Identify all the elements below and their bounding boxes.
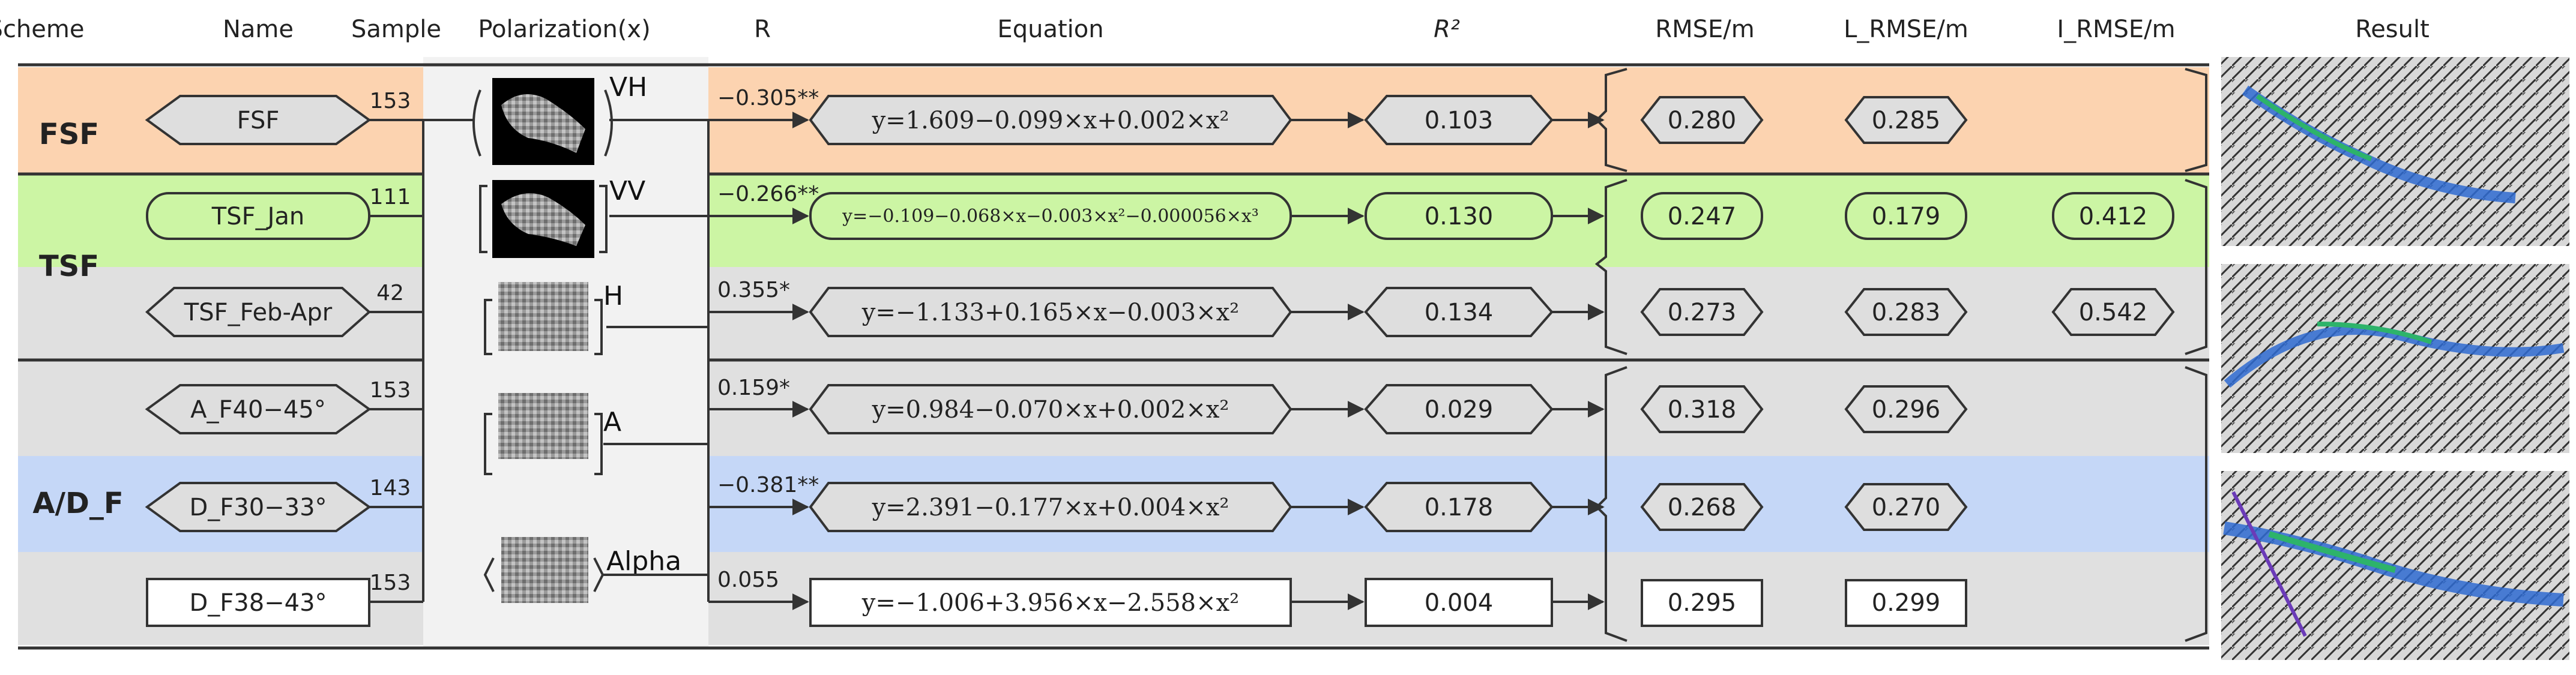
- scheme-label-fsf: FSF: [39, 118, 99, 151]
- scheme-label-tsf: TSF: [39, 250, 99, 283]
- equation-d-f2: y=−1.006+3.956×x−2.558×x²: [861, 589, 1239, 617]
- sample-value-d-f1: 143: [370, 476, 411, 500]
- rmse-shape-fsf: [1640, 96, 1764, 144]
- rmse-shape-a-f: [1640, 385, 1764, 433]
- r-value-d-f1: −0.381**: [717, 473, 819, 497]
- arrows-to-equation: [708, 112, 809, 610]
- l-rmse-shape-d-f2: [1845, 579, 1967, 627]
- r2-d-f2: 0.004: [1425, 589, 1494, 617]
- header-i-rmse: I_RMSE/m: [2057, 16, 2175, 43]
- header-name: Name: [223, 16, 294, 43]
- header-equation: Equation: [997, 16, 1103, 43]
- equation-fsf: y=1.609−0.099×x+0.002×x²: [872, 107, 1229, 134]
- rmse-tsf-jan: 0.247: [1668, 203, 1737, 230]
- name-label-d-f2: D_F38−43°: [189, 589, 327, 617]
- polarization-alpha: Alpha: [483, 537, 681, 603]
- result-image-fsf: [2221, 57, 2569, 246]
- equation-shape-d-f2: [809, 578, 1292, 627]
- header-r: R: [754, 16, 771, 43]
- name-label-d-f1: D_F30−33°: [189, 494, 327, 521]
- rmse-fsf: 0.280: [1668, 107, 1737, 134]
- header-polarization: Polarization(x): [478, 16, 650, 43]
- sample-value-d-f2: 153: [370, 571, 411, 595]
- pol-label-alpha: Alpha: [606, 546, 681, 577]
- i-rmse-tsf-feb: 0.542: [2079, 299, 2148, 326]
- polarization-vh: VH: [472, 72, 647, 165]
- r-value-a-f: 0.159*: [717, 376, 790, 400]
- header-result: Result: [2355, 16, 2430, 43]
- pol-label-h: H: [603, 281, 623, 311]
- l-rmse-fsf: 0.285: [1872, 107, 1941, 134]
- equation-tsf-jan: y=−0.109−0.068×x−0.003×x²−0.000056×x³: [842, 206, 1259, 227]
- r2-a-f: 0.029: [1425, 396, 1494, 424]
- rmse-a-f: 0.318: [1668, 396, 1737, 424]
- r-value-tsf-feb: 0.355*: [717, 278, 790, 302]
- rmse-shape-tsf-feb: [1640, 288, 1764, 336]
- rmse-shape-tsf-jan: [1641, 192, 1763, 240]
- r2-d-f1: 0.178: [1425, 494, 1494, 521]
- rmse-d-f2: 0.295: [1668, 589, 1737, 617]
- r-value-tsf-jan: −0.266**: [717, 182, 819, 206]
- l-rmse-shape-fsf: [1844, 96, 1968, 144]
- header-row: Scheme Name Sample Polarization(x) R Equ…: [0, 16, 2430, 43]
- equation-a-f: y=0.984−0.070×x+0.002×x²: [872, 396, 1229, 424]
- result-image-tsf: [2221, 264, 2569, 453]
- l-rmse-shape-tsf-feb: [1844, 288, 1968, 336]
- sample-value-tsf-feb: 42: [376, 281, 404, 305]
- equation-tsf-feb: y=−1.133+0.165×x−0.003×x²: [861, 299, 1239, 326]
- scheme-label-adf: A/D_F: [32, 487, 123, 520]
- name-shape-d-f2: [146, 578, 370, 627]
- polarization-vv: VV: [479, 176, 645, 258]
- header-r2: R²: [1434, 16, 1460, 43]
- arrows-to-r2: [1291, 112, 1365, 610]
- header-sample: Sample: [351, 16, 441, 43]
- rmse-d-f1: 0.268: [1668, 494, 1737, 521]
- header-scheme: Scheme: [0, 16, 84, 43]
- i-rmse-shape-tsf-feb: [2051, 288, 2175, 336]
- sample-value-a-f: 153: [370, 378, 411, 403]
- i-rmse-tsf-jan: 0.412: [2079, 203, 2148, 230]
- r2-tsf-jan: 0.130: [1425, 203, 1494, 230]
- pol-label-vh: VH: [609, 72, 647, 103]
- name-label-fsf: FSF: [237, 107, 280, 134]
- l-rmse-d-f1: 0.270: [1872, 494, 1941, 521]
- r2-tsf-feb: 0.134: [1425, 299, 1494, 326]
- pol-label-a: A: [603, 407, 621, 437]
- l-rmse-shape-a-f: [1844, 385, 1968, 433]
- r-value-d-f2: 0.055: [717, 568, 779, 592]
- name-label-a-f: A_F40−45°: [190, 396, 326, 424]
- r-value-fsf: −0.305**: [717, 86, 819, 110]
- sample-value-tsf-jan: 111: [370, 185, 411, 209]
- name-label-tsf-jan: TSF_Jan: [211, 203, 305, 230]
- l-rmse-d-f2: 0.299: [1872, 589, 1941, 617]
- l-rmse-a-f: 0.296: [1872, 396, 1941, 424]
- l-rmse-tsf-feb: 0.283: [1872, 299, 1941, 326]
- header-rmse: RMSE/m: [1655, 16, 1754, 43]
- l-rmse-shape-tsf-jan: [1845, 192, 1967, 240]
- polarization-a: A: [484, 393, 621, 475]
- equation-d-f1: y=2.391−0.177×x+0.004×x²: [872, 494, 1229, 521]
- arrows-to-rmse: [1552, 112, 1605, 610]
- sample-connectors: [369, 119, 424, 603]
- l-rmse-tsf-jan: 0.179: [1872, 203, 1941, 230]
- rmse-brackets: [1594, 68, 2207, 642]
- l-rmse-shape-d-f1: [1844, 483, 1968, 531]
- pol-label-vv: VV: [609, 176, 645, 206]
- r2-fsf: 0.103: [1425, 107, 1494, 134]
- rmse-shape-d-f2: [1641, 579, 1763, 627]
- header-l-rmse: L_RMSE/m: [1844, 16, 1968, 43]
- i-rmse-shape-tsf-jan: [2052, 192, 2174, 240]
- result-image-adf: [2221, 471, 2569, 660]
- rmse-shape-d-f1: [1640, 483, 1764, 531]
- name-label-tsf-feb: TSF_Feb-Apr: [184, 299, 333, 326]
- r2-shape-d-f2: [1365, 578, 1553, 627]
- rmse-tsf-feb: 0.273: [1668, 299, 1737, 326]
- pol-to-r-connectors: [603, 119, 708, 576]
- sample-value-fsf: 153: [370, 89, 411, 113]
- polarization-h: H: [484, 281, 623, 355]
